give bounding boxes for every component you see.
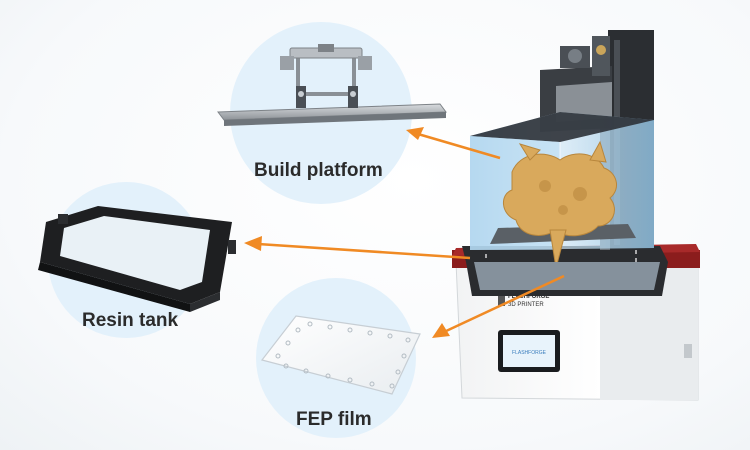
- build-platform-label: Build platform: [254, 160, 383, 181]
- printer-image: FLASHFORGE FLASHFORGE 3D PRINTER: [452, 30, 700, 401]
- resin-tank-image: [38, 206, 236, 312]
- fep-film-image: [260, 315, 421, 395]
- printer-screen-text: FLASHFORGE: [512, 350, 547, 356]
- printer-brand-line1: FLASHFORGE: [508, 294, 549, 300]
- build-platform-image: [217, 44, 447, 126]
- resin-tank-label: Resin tank: [82, 310, 179, 331]
- printer-brand-line2: 3D PRINTER: [508, 302, 544, 308]
- callout-arrows: [244, 127, 565, 338]
- fep-film-label: FEP film: [296, 409, 372, 430]
